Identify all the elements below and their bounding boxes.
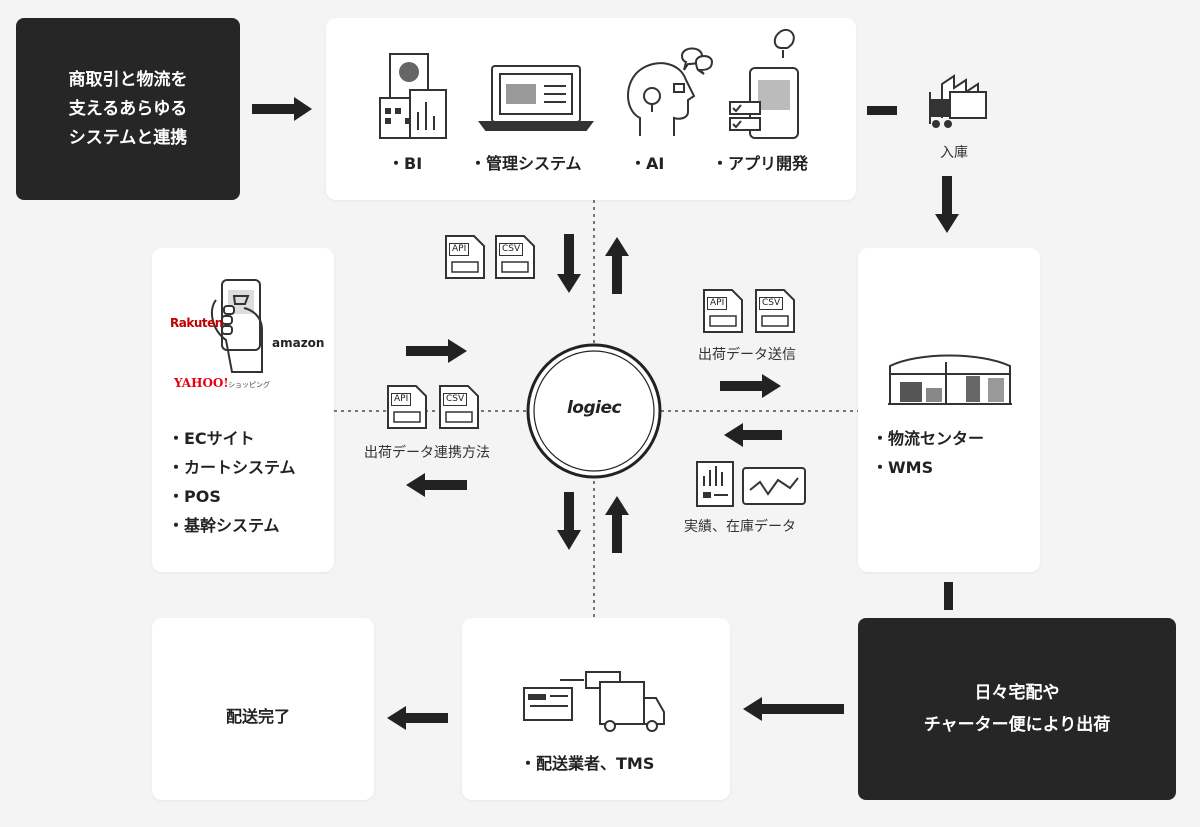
arrow-down xyxy=(557,492,581,550)
logiec-hub xyxy=(526,343,662,479)
warehouse-item-wms: ・WMS xyxy=(872,458,934,477)
arrow-right xyxy=(720,374,781,398)
api-badge: API xyxy=(707,297,728,310)
dotted-connector-lines xyxy=(334,200,858,618)
csv-badge: CSV xyxy=(499,243,524,256)
shipping-data-link-caption: 出荷データ連携方法 xyxy=(364,445,490,461)
delivery-label: ・配送業者、TMS xyxy=(520,754,655,773)
arrow-left xyxy=(406,473,467,497)
api-badge: API xyxy=(449,243,470,256)
yahoo-logo: YAHOO! xyxy=(174,376,229,390)
ec-item-pos: ・POS xyxy=(168,487,221,506)
carrier-line-2: チャーター便により出荷 xyxy=(923,715,1111,735)
delivery-panel xyxy=(462,618,730,800)
yahoo-shopping-label: ショッピング xyxy=(228,381,270,389)
laptop-icon xyxy=(478,65,594,131)
inbound-label: 入庫 xyxy=(940,145,968,161)
arrow-up xyxy=(605,496,629,553)
ec-item-ec-site: ・ECサイト xyxy=(168,429,255,448)
system-integration-line-2: 支えるあらゆる xyxy=(68,98,188,119)
arrow-down xyxy=(557,234,581,293)
csv-badge: CSV xyxy=(443,393,468,406)
app-development-icon xyxy=(729,28,799,139)
amazon-logo: amazon xyxy=(272,336,325,350)
rakuten-logo: Rakuten xyxy=(170,316,223,330)
file-inner-boxes xyxy=(393,261,789,423)
forklift-inbound-icon xyxy=(929,74,987,128)
ec-system-list: ・ECサイト ・カートシステム ・POS ・基幹システム xyxy=(168,424,296,540)
ec-item-cart: ・カートシステム xyxy=(168,458,296,477)
ai-head-icon xyxy=(627,47,714,136)
arrow-left xyxy=(743,697,844,721)
arrow-right xyxy=(406,339,467,363)
carrier-line-1: 日々宅配や xyxy=(974,683,1060,703)
systems-item-bi: ・BI xyxy=(388,154,423,173)
warehouse-panel xyxy=(858,248,1040,572)
inbound-connector-bar xyxy=(867,106,897,115)
systems-item-management: ・管理システム xyxy=(470,154,582,173)
delivery-truck-icon xyxy=(523,671,665,732)
arrow-left xyxy=(387,706,448,730)
logiec-logo: logiec xyxy=(566,398,622,418)
arrow-up xyxy=(605,237,629,294)
complete-panel xyxy=(152,618,374,800)
arrow-left xyxy=(724,423,782,447)
shipping-data-send-caption: 出荷データ送信 xyxy=(698,347,796,363)
arrow-right xyxy=(252,97,312,121)
smartphone-shopping-icon xyxy=(210,279,263,373)
systems-item-app: ・アプリ開発 xyxy=(712,154,809,173)
arrow-down xyxy=(935,176,959,233)
api-badge: API xyxy=(391,393,412,406)
flow-arrows xyxy=(252,97,959,730)
carrier-shipping-box: 日々宅配や チャーター便により出荷 xyxy=(858,618,1176,800)
results-stock-data-icon xyxy=(696,461,806,507)
system-integration-box: 商取引と物流を 支えるあらゆる システムと連携 xyxy=(16,18,240,200)
system-integration-line-3: システムと連携 xyxy=(68,127,188,148)
systems-item-ai: ・AI xyxy=(630,154,665,173)
results-stock-caption: 実績、在庫データ xyxy=(684,519,796,535)
warehouse-to-carrier-bar xyxy=(944,582,953,610)
warehouse-list: ・物流センター ・WMS xyxy=(872,424,984,482)
warehouse-item-center: ・物流センター xyxy=(872,429,985,448)
delivery-complete-label: 配送完了 xyxy=(226,707,291,726)
warehouse-building-icon xyxy=(888,354,1012,405)
system-integration-line-1: 商取引と物流を xyxy=(68,69,188,90)
bi-report-icon xyxy=(379,53,447,139)
csv-badge: CSV xyxy=(759,297,784,310)
ec-item-core: ・基幹システム xyxy=(168,516,280,535)
